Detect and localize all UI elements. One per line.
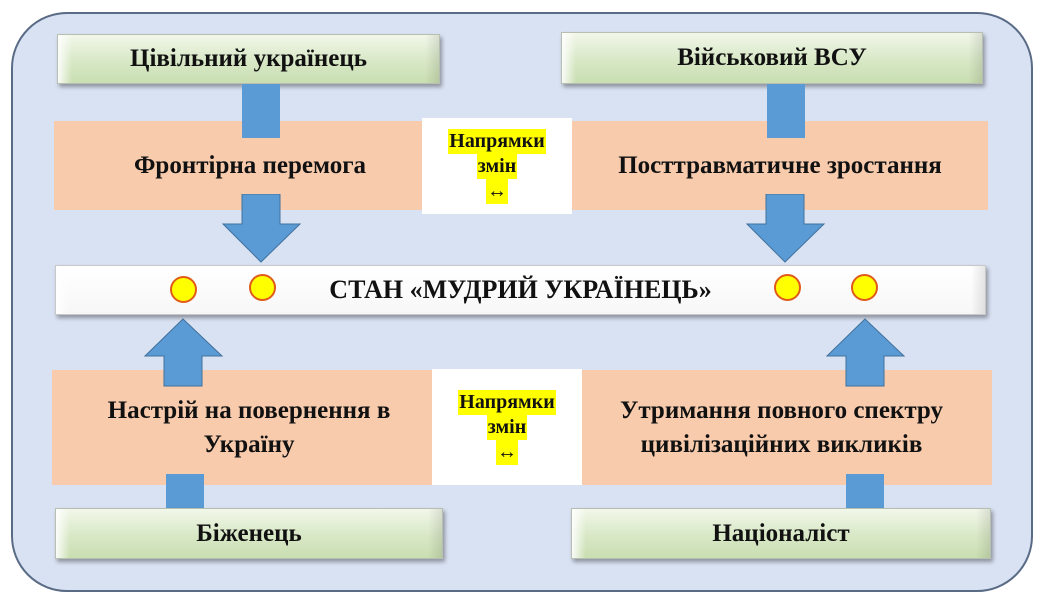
dot-4 <box>851 274 878 301</box>
band-bottom-left: Настрій на повернення в Україну <box>70 370 428 485</box>
band-top-right-label: Посттравматичне зростання <box>618 151 942 179</box>
direction-box-bottom: Напрямки змін ↔ <box>432 369 582 485</box>
band-top-right: Посттравматичне зростання <box>575 121 985 210</box>
center-state-box: СТАН «МУДРИЙ УКРАЇНЕЦЬ» <box>55 265 986 315</box>
box-military-label: Військовий ВСУ <box>677 44 867 71</box>
box-nationalist: Націоналіст <box>571 508 991 559</box>
box-military: Військовий ВСУ <box>561 32 983 84</box>
direction-bottom-arrow: ↔ <box>496 439 518 465</box>
box-civilian: Цівільний українець <box>57 34 440 84</box>
direction-box-top: Напрямки змін ↔ <box>422 118 572 214</box>
connector-nationalist-bottom <box>846 474 884 510</box>
direction-top-line1: Напрямки <box>448 128 546 154</box>
arrow-up-left-icon <box>144 318 224 387</box>
dot-3 <box>774 274 801 301</box>
band-bottom-left-label: Настрій на повернення в Україну <box>107 396 391 458</box>
band-top-left: Фронтірна перемога <box>80 121 420 210</box>
band-bottom-right-label: Утримання повного спектру цивілізаційних… <box>619 396 943 458</box>
dot-1 <box>170 276 197 303</box>
band-top-left-label: Фронтірна перемога <box>133 151 367 179</box>
connector-military-top <box>767 84 805 138</box>
box-refugee: Біженець <box>55 508 443 559</box>
arrow-down-right-icon <box>746 194 826 263</box>
box-civilian-label: Цівільний українець <box>130 45 367 72</box>
direction-top-arrow: ↔ <box>486 178 508 204</box>
direction-top-line2: змін <box>476 153 518 179</box>
direction-bottom-line1: Напрямки <box>458 389 556 415</box>
connector-refugee-bottom <box>166 474 204 510</box>
connector-civilian-top <box>242 84 280 138</box>
band-bottom-right: Утримання повного спектру цивілізаційних… <box>584 370 979 485</box>
dot-2 <box>249 274 276 301</box>
arrow-down-left-icon <box>222 194 302 263</box>
arrow-up-right-icon <box>826 318 906 387</box>
direction-bottom-line2: змін <box>486 414 528 440</box>
center-state-label: СТАН «МУДРИЙ УКРАЇНЕЦЬ» <box>329 275 712 304</box>
box-refugee-label: Біженець <box>196 519 302 547</box>
box-nationalist-label: Націоналіст <box>712 519 850 547</box>
